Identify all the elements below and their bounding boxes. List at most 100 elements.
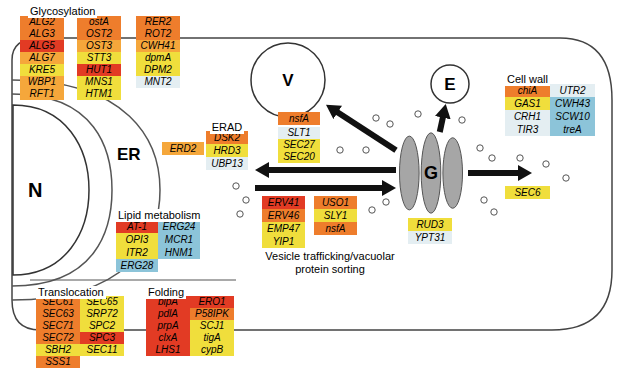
gene-box: RFT1 [20, 88, 64, 100]
label-holder: Vesicle trafficking/vacuolar protein sor… [250, 250, 410, 277]
gene-box: HTM1 [77, 88, 121, 100]
secretion-arrow [468, 170, 522, 176]
vesicle [237, 211, 243, 217]
organelle-name: E [444, 76, 455, 93]
nucleus: N [12, 104, 90, 276]
gene-name: SEC6 [514, 187, 540, 199]
gene-box: OPI3 [116, 233, 158, 246]
vesicle [363, 147, 369, 153]
vesicle [459, 117, 465, 123]
gene-box: EMP47 [262, 222, 305, 235]
category-label: Cell wall [505, 73, 550, 86]
gene-name: SEC71 [42, 320, 74, 332]
transport-arrow [440, 114, 444, 132]
gene-name: ERO1 [198, 296, 225, 308]
gene-box: DPM2 [136, 64, 180, 76]
label-holder: Translocation [36, 282, 106, 300]
golgi-cisterna [400, 136, 420, 210]
vesicle [543, 161, 549, 167]
gene-name: ALG3 [29, 28, 55, 40]
gene-box: WBP1 [20, 76, 64, 88]
er-membrane [12, 94, 112, 286]
gene-box: HUT1 [77, 64, 121, 76]
gene-box: OST3 [77, 40, 121, 52]
gene-name: MCR1 [165, 234, 193, 246]
gene-box: SCJ1 [190, 320, 234, 332]
gene-name: OPI3 [126, 234, 149, 246]
gene-name: SRP72 [86, 308, 118, 320]
gene-box: clxA [146, 332, 190, 344]
gene-box: ERV41 [262, 196, 305, 209]
gene-name: STT3 [87, 52, 111, 64]
organelle-name: N [28, 180, 42, 200]
gene-box: CWH41 [136, 40, 180, 52]
gene-name: pdlA [158, 308, 178, 320]
gene-box: SEC6 [505, 186, 550, 199]
gene-box: YPT31 [408, 231, 452, 244]
gene-box: ITR2 [116, 246, 158, 259]
vesicle [383, 199, 389, 205]
endosome: E [430, 64, 470, 104]
gene-name: TIR3 [517, 124, 539, 136]
gene-name: HTM1 [85, 88, 112, 100]
gene-box: MNS1 [77, 76, 121, 88]
gene-name: ERG28 [121, 260, 154, 272]
gene-name: OST3 [86, 40, 112, 52]
organelle-name: G [424, 164, 438, 182]
gene-name: SEC11 [87, 344, 118, 356]
gene-name: USO1 [322, 197, 349, 209]
gene-name: ERV46 [268, 210, 300, 222]
label-holder: ERAD [206, 117, 248, 135]
transport-arrow [255, 185, 386, 191]
gene-box: SSS1 [36, 356, 80, 368]
group-bracket [30, 280, 236, 281]
gene-name: RFT1 [30, 88, 55, 100]
vesicle [489, 155, 495, 161]
gene-box: treA [550, 123, 595, 136]
gene-name: YPT31 [415, 232, 446, 244]
gene-name: YIP1 [273, 236, 295, 248]
gene-box: ALG7 [20, 52, 64, 64]
category-label: Lipid metabolism [116, 209, 203, 222]
gene-box: P58IPK [190, 308, 234, 320]
gene-box: SEC71 [36, 320, 80, 332]
gene-box: SRP72 [80, 308, 124, 320]
gene-box: MNT2 [136, 76, 180, 88]
transport-arrow [265, 167, 396, 173]
gene-name: HUT1 [86, 64, 112, 76]
gene-box: RUD3 [408, 218, 452, 231]
gene-name: HRD3 [213, 145, 240, 157]
gene-name: HNM1 [165, 247, 193, 259]
organelle-name: V [282, 72, 293, 89]
gene-box: RER2 [136, 16, 180, 28]
gene-box: ALG3 [20, 28, 64, 40]
gene-box: prpA [146, 320, 190, 332]
gene-box: KRE5 [20, 64, 64, 76]
gene-name: dpmA [145, 52, 171, 64]
er-membrane [12, 80, 160, 300]
gene-box: CWH43 [550, 97, 595, 110]
gene-box: ERO1 [190, 296, 234, 308]
gene-box: SEC72 [36, 332, 80, 344]
transport-arrow [334, 110, 396, 150]
category-label: ERAD [210, 121, 245, 134]
gene-name: ROT2 [145, 28, 172, 40]
vesicle [517, 155, 523, 161]
gene-box: HRD3 [206, 144, 248, 157]
gene-name: WBP1 [28, 76, 56, 88]
gene-box: dpmA [136, 52, 180, 64]
cell-outline [12, 38, 612, 330]
gene-box: SEC11 [80, 344, 124, 356]
vesicle [233, 183, 239, 189]
gene-name: UBP13 [211, 158, 243, 170]
gene-name: GAS1 [514, 98, 541, 110]
gene-name: prpA [157, 320, 178, 332]
gene-box: CRH1 [505, 110, 550, 123]
gene-box: MCR1 [158, 233, 200, 246]
nucleus-membrane [13, 105, 89, 275]
gene-box: TIR3 [505, 123, 550, 136]
vesicle [481, 197, 487, 203]
label-holder: Glycosylation [28, 1, 97, 19]
organelle-membrane [431, 65, 469, 103]
